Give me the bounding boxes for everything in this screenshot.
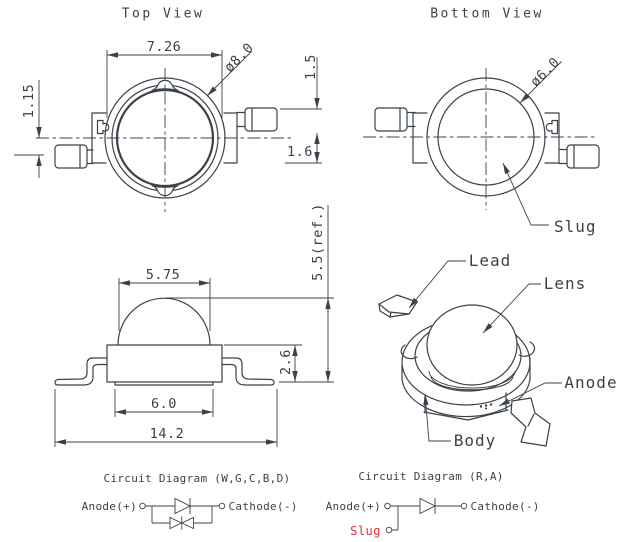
dim-slug-dia-text: ø6.0 <box>527 54 563 90</box>
bottom-view-right-lead-detail <box>558 145 575 168</box>
persp-right-lead-bend <box>527 413 535 427</box>
dim-14-2: 14.2 <box>54 389 278 447</box>
dim-5-75-text: 5.75 <box>146 267 181 283</box>
circuit-right-anode-label: Anode(+) <box>326 500 381 513</box>
slug-callout: Slug <box>502 162 597 236</box>
dim-2-6: 2.6 <box>224 344 334 383</box>
persp-lens-base-rings <box>428 370 516 391</box>
body-label: Body <box>454 431 497 450</box>
circuit-left-cathode-terminal <box>218 502 226 510</box>
bottom-view-right-block <box>544 112 560 164</box>
dim-1-15-text: 1.15 <box>21 84 37 119</box>
dim-5-5-ref-text: 5.5(ref.) <box>310 203 326 281</box>
side-view-slug-step <box>114 381 214 386</box>
persp-rim-scallops <box>400 341 536 360</box>
circuit-right-slug-terminal <box>385 526 393 534</box>
circuit-diagram-left: Circuit Diagram (W,G,C,B,D) Anode(+) Cat… <box>82 472 298 530</box>
top-view-right-lead-detail <box>236 108 253 131</box>
circuit-left-cathode-label: Cathode(-) <box>229 500 298 513</box>
circuit-right-anode-terminal <box>384 502 391 510</box>
slug-label: Slug <box>554 217 597 236</box>
circuit-right-slug-wire <box>391 506 399 531</box>
circuit-diagram-right: Circuit Diagram (R,A) Anode(+) Cathode(-… <box>326 470 540 538</box>
persp-left-lead <box>378 294 418 315</box>
dim-1-5-text: 1.5 <box>303 54 319 80</box>
dim-6-0-text: 6.0 <box>151 396 177 412</box>
persp-anode-mark <box>479 403 493 410</box>
top-view-title: Top View <box>122 7 205 22</box>
circuit-left-tvs-symbol <box>169 516 194 530</box>
bottom-view-right-lead <box>566 144 600 169</box>
circuit-left-led-symbol <box>174 497 192 515</box>
persp-callouts: Lead Lens Anode Body <box>408 251 617 450</box>
dim-1-15: 1.15 <box>14 80 44 178</box>
top-view-left-lead <box>54 144 88 169</box>
side-view-right-lead <box>221 357 275 386</box>
circuit-right-cathode-terminal <box>460 502 468 510</box>
dim-lens-dia-text: ø8.0 <box>221 40 257 76</box>
top-view: Top View 7.26 ø8.0 <box>14 7 322 212</box>
circuit-left-anode-label: Anode(+) <box>82 500 137 513</box>
persp-left-lead-thickness <box>378 303 410 318</box>
bottom-view-left-block <box>412 112 428 164</box>
dim-lens-dia: ø8.0 <box>206 40 257 97</box>
bottom-view-title: Bottom View <box>430 7 544 22</box>
top-view-right-lead <box>244 107 278 132</box>
bottom-view-left-lead <box>374 107 408 132</box>
circuit-left-title: Circuit Diagram (W,G,C,B,D) <box>104 472 291 485</box>
circuit-right-led-symbol <box>419 497 437 515</box>
dim-7-26: 7.26 <box>106 39 223 118</box>
side-view-left-lead <box>54 357 108 386</box>
top-view-left-lead-detail <box>79 145 94 168</box>
dim-5-5-ref: 5.5(ref.) <box>166 203 334 382</box>
circuit-right-title: Circuit Diagram (R,A) <box>358 470 503 483</box>
anode-label: Anode <box>564 373 617 392</box>
circuit-left-protection-branch <box>151 506 213 524</box>
lead-label: Lead <box>469 251 512 270</box>
circuit-left-anode-terminal <box>139 502 146 510</box>
dim-slug-dia: ø6.0 <box>519 54 563 104</box>
lens-label: Lens <box>544 274 587 293</box>
bottom-view: Bottom View ø6.0 Slug <box>363 7 600 236</box>
perspective-view: Lead Lens Anode Body <box>378 251 617 450</box>
dim-1-6: 1.6 <box>285 140 322 164</box>
dim-5-75: 5.75 <box>118 267 211 331</box>
persp-lens-dome <box>426 304 518 386</box>
side-view-body <box>106 344 223 383</box>
bottom-view-keyhole-mark <box>545 119 559 135</box>
circuit-right-slug-label: Slug <box>350 524 381 538</box>
side-view: 5.75 6.0 14.2 2.6 5.5 <box>54 203 334 447</box>
top-view-keyhole-mark <box>96 119 110 135</box>
dim-1-5: 1.5 <box>280 54 322 148</box>
top-view-centerlines <box>36 68 292 212</box>
dim-2-6-text: 2.6 <box>278 349 294 375</box>
bottom-view-centerlines <box>363 68 596 210</box>
dim-1-6-text: 1.6 <box>287 144 313 160</box>
persp-body-wall <box>401 357 531 418</box>
side-view-lens-dome <box>117 297 211 346</box>
dim-6-0: 6.0 <box>114 389 214 417</box>
bottom-view-left-lead-detail <box>399 108 416 131</box>
dim-7-26-text: 7.26 <box>147 39 182 55</box>
dim-14-2-text: 14.2 <box>150 426 185 442</box>
circuit-right-cathode-label: Cathode(-) <box>471 500 540 513</box>
